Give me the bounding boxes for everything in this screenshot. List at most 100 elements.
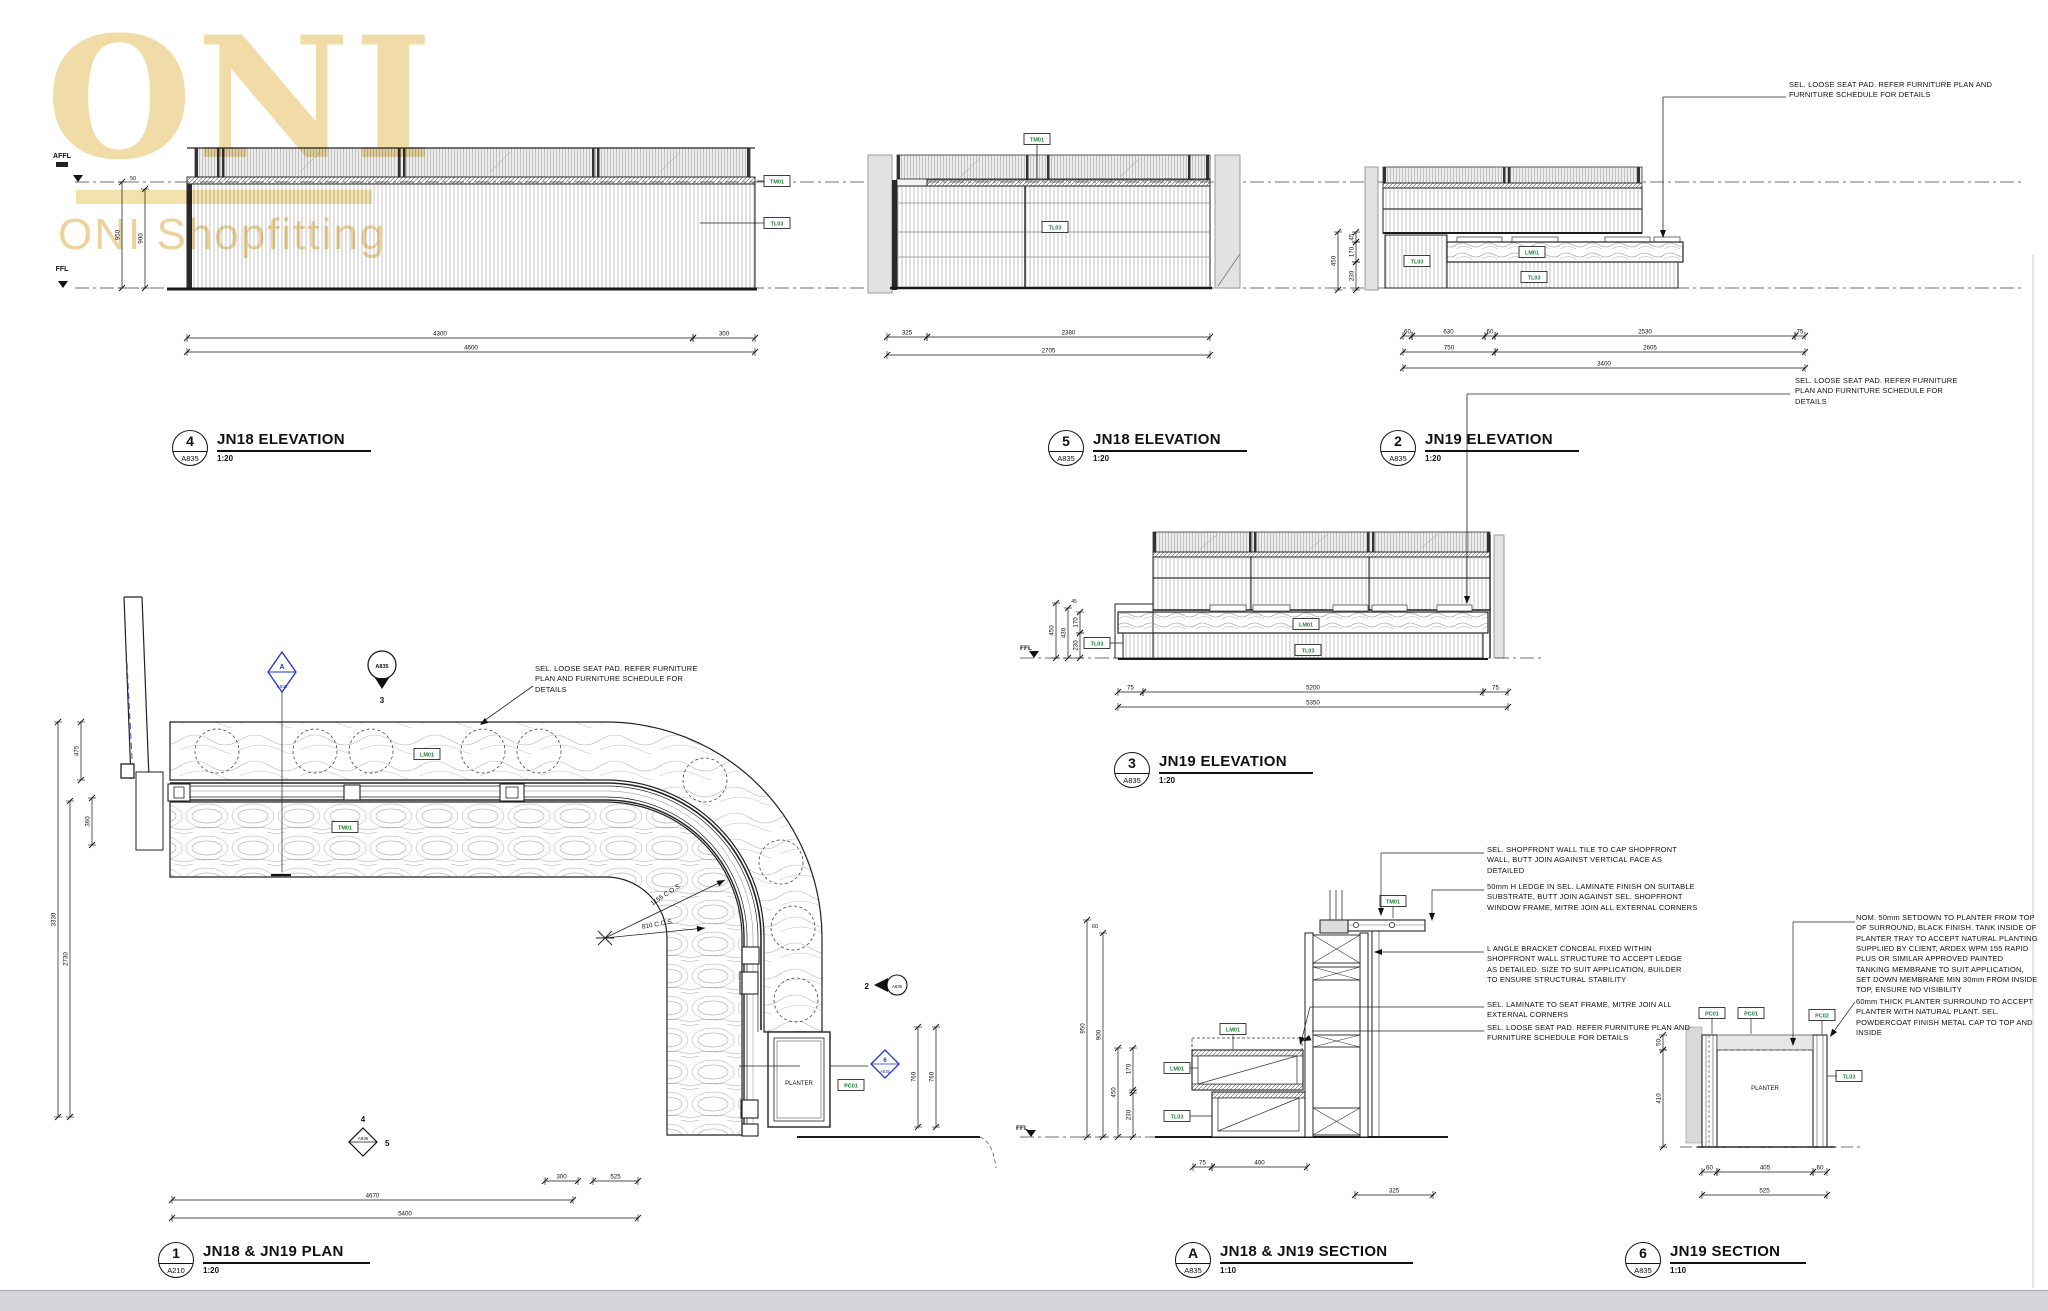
annotation-laminate-seat: SEL. LAMINATE TO SEAT FRAME, MITRE JOIN …	[1487, 1000, 1672, 1020]
line	[604, 879, 726, 939]
dim-tick	[1099, 929, 1107, 937]
shape	[892, 180, 897, 290]
dim-tick	[1352, 286, 1360, 294]
line	[1312, 1107, 1361, 1136]
dimension-label: 3400	[1597, 361, 1611, 368]
title-elev3: 3 A835 JN19 ELEVATION 1:20	[1114, 752, 1313, 788]
dim-tick	[1399, 364, 1407, 372]
line	[1312, 1034, 1361, 1048]
label: 2	[865, 982, 870, 991]
shape	[120, 763, 135, 779]
label: FFL	[1016, 1125, 1028, 1132]
shape	[1653, 236, 1681, 243]
shape	[592, 148, 595, 177]
finish-tag	[837, 1079, 865, 1091]
level-marker-icon	[73, 175, 83, 182]
annotation-seat-pad-elev2: SEL. LOOSE SEAT PAD. REFER FURNITURE PLA…	[1789, 80, 1993, 100]
shape	[169, 721, 823, 1033]
view-title: JN19 SECTION	[1670, 1243, 1807, 1264]
circle	[773, 977, 819, 1023]
label: FFL	[56, 266, 70, 273]
shape	[1701, 1034, 1718, 1148]
dimension-label: 475	[74, 745, 81, 756]
dimension-label: 430	[1061, 627, 1068, 638]
view-scale: 1:10	[1670, 1266, 1687, 1275]
dimension-label: 4300	[433, 331, 447, 338]
dim-tick	[1504, 703, 1512, 711]
dim-tick	[77, 776, 85, 784]
dimension-label: 450	[1049, 625, 1056, 636]
dim-tick	[1491, 348, 1499, 356]
dim-tick	[1659, 1046, 1667, 1054]
shape	[874, 978, 888, 992]
dim-tick	[1206, 351, 1214, 359]
dim-tick	[1659, 1031, 1667, 1039]
shape	[505, 786, 519, 799]
shape	[375, 678, 389, 689]
dimension-label: 525	[1759, 1188, 1770, 1195]
dim-tick	[1352, 228, 1360, 236]
shape	[173, 786, 185, 799]
finish-tag	[413, 748, 441, 760]
dimension-label: 410	[1656, 1093, 1663, 1104]
title-sec6-bubble: 6 A835	[1625, 1242, 1661, 1278]
view-number: 1	[159, 1243, 193, 1264]
finish-tag-label: PC01	[1705, 1012, 1719, 1018]
view-number: A	[1176, 1243, 1210, 1264]
leader-arrow-icon	[1790, 1038, 1796, 1046]
dim-tick	[574, 1177, 582, 1185]
dim-tick	[751, 334, 759, 342]
shape	[1508, 167, 1511, 183]
circle	[194, 728, 240, 774]
shape	[1511, 236, 1559, 243]
shape	[1206, 155, 1209, 180]
shape	[1487, 532, 1490, 552]
dimension-label: 525	[610, 1174, 621, 1181]
shape	[1382, 187, 1643, 234]
sheet-number: A210	[167, 1266, 185, 1275]
label: FFL	[1020, 645, 1032, 652]
shape	[1436, 604, 1473, 612]
shape	[896, 154, 1211, 181]
dim-tick	[88, 794, 96, 802]
dim-tick	[118, 284, 126, 292]
shape	[739, 971, 759, 995]
line	[299, 151, 321, 173]
dim-tick	[1399, 348, 1407, 356]
dim-tick	[1352, 258, 1360, 266]
line	[604, 927, 706, 939]
dim-tick	[1303, 1163, 1311, 1171]
dim-tick	[1206, 333, 1214, 341]
dim-tick	[118, 178, 126, 186]
shape	[741, 946, 760, 965]
annotation-seat-pad-plan: SEL. LOOSE SEAT PAD. REFER FURNITURE PLA…	[535, 664, 698, 694]
shape	[1446, 241, 1684, 263]
finish-tag	[1403, 255, 1431, 267]
dim-tick	[1481, 332, 1489, 340]
view-scale: 1:20	[1425, 454, 1442, 463]
leader-arrow-icon	[716, 880, 725, 887]
finish-tag	[1294, 644, 1322, 656]
label: 3	[380, 696, 385, 705]
dim-tick	[1052, 599, 1060, 607]
dim-tick	[634, 1177, 642, 1185]
annotation-wall-tile: SEL. SHOPFRONT WALL TILE TO CAP SHOPFRON…	[1487, 845, 1677, 875]
shape	[1047, 155, 1050, 180]
dimension-label: 75	[1127, 685, 1134, 692]
shape	[1319, 919, 1349, 934]
shape	[1493, 534, 1505, 659]
shape	[403, 148, 406, 177]
shape	[897, 155, 900, 180]
shape	[135, 771, 164, 851]
shape	[1685, 1026, 1703, 1144]
finish-tag-label: LM01	[1299, 623, 1313, 629]
shape	[896, 178, 928, 187]
dimension-label: 230	[1073, 640, 1080, 651]
line	[959, 157, 981, 178]
dim-tick	[883, 333, 891, 341]
finish-tag	[331, 821, 359, 833]
shape	[1382, 182, 1643, 189]
dimension-label: 4670	[366, 1193, 380, 1200]
dimension-label: 2380	[1062, 330, 1076, 337]
